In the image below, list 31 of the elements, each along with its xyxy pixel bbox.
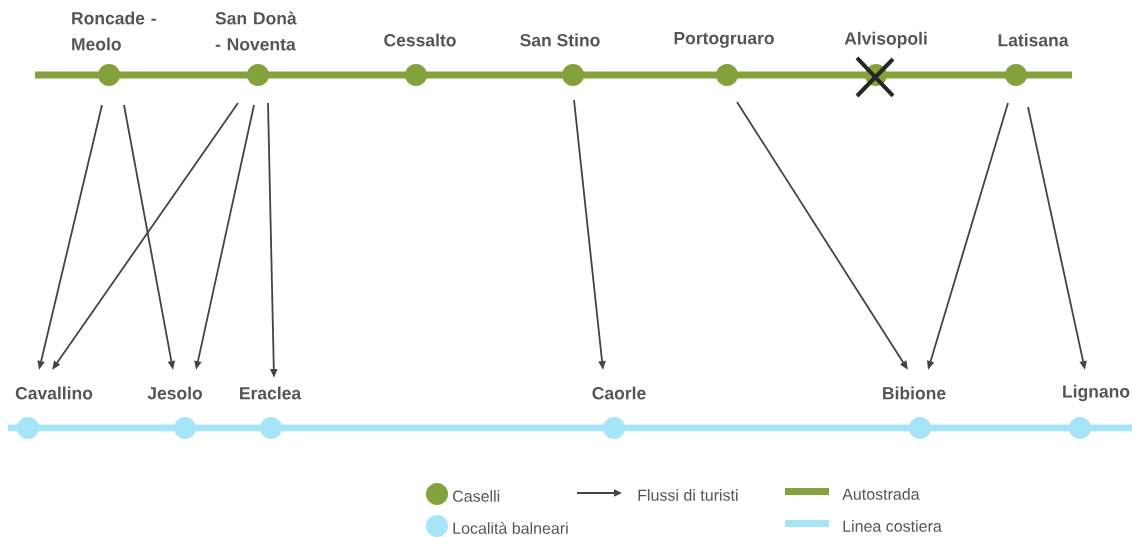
beach-resort: Cavallino <box>15 386 93 439</box>
toll-station: Alvisopoli <box>844 31 927 86</box>
node-label: Caorle <box>592 386 646 400</box>
node-label: Lignano <box>1063 384 1130 402</box>
legend-label: Linea costiera <box>843 520 942 532</box>
node-label: Roncade - Meolo <box>72 11 156 51</box>
beach-resort: Caorle <box>592 386 646 439</box>
beach-resort: Jesolo <box>147 386 203 439</box>
node-label: San Stino <box>520 33 600 47</box>
node-label: Jesolo <box>147 386 203 400</box>
node-label: Bibione <box>883 386 946 400</box>
node-label: Latisana <box>998 33 1069 47</box>
beach-resort: Bibione <box>883 386 946 439</box>
legend-label: Autostrada <box>842 488 920 500</box>
node-label: Cessalto <box>384 33 456 47</box>
legend-label: Caselli <box>453 490 500 502</box>
toll-station: Cessalto <box>384 33 456 86</box>
node-label: Portogruaro <box>674 32 774 48</box>
beach-resort: Eraclea <box>240 386 302 439</box>
node-label: Cavallino <box>15 386 93 400</box>
beach-resort: Lignano <box>1063 384 1130 439</box>
toll-station: San Stino <box>520 33 600 86</box>
node-label: San Donà - Noventa <box>215 11 297 51</box>
toll-station: Portogruaro <box>674 32 774 86</box>
toll-station: Latisana <box>998 33 1069 86</box>
node-label: Alvisopoli <box>844 31 927 49</box>
legend-label: Località balneari <box>453 522 568 534</box>
toll-station: Roncade - Meolo <box>72 11 156 86</box>
node-label: Eraclea <box>240 386 302 400</box>
toll-station: San Donà - Noventa <box>215 11 297 86</box>
legend-label: Flussi di turisti <box>638 489 738 501</box>
